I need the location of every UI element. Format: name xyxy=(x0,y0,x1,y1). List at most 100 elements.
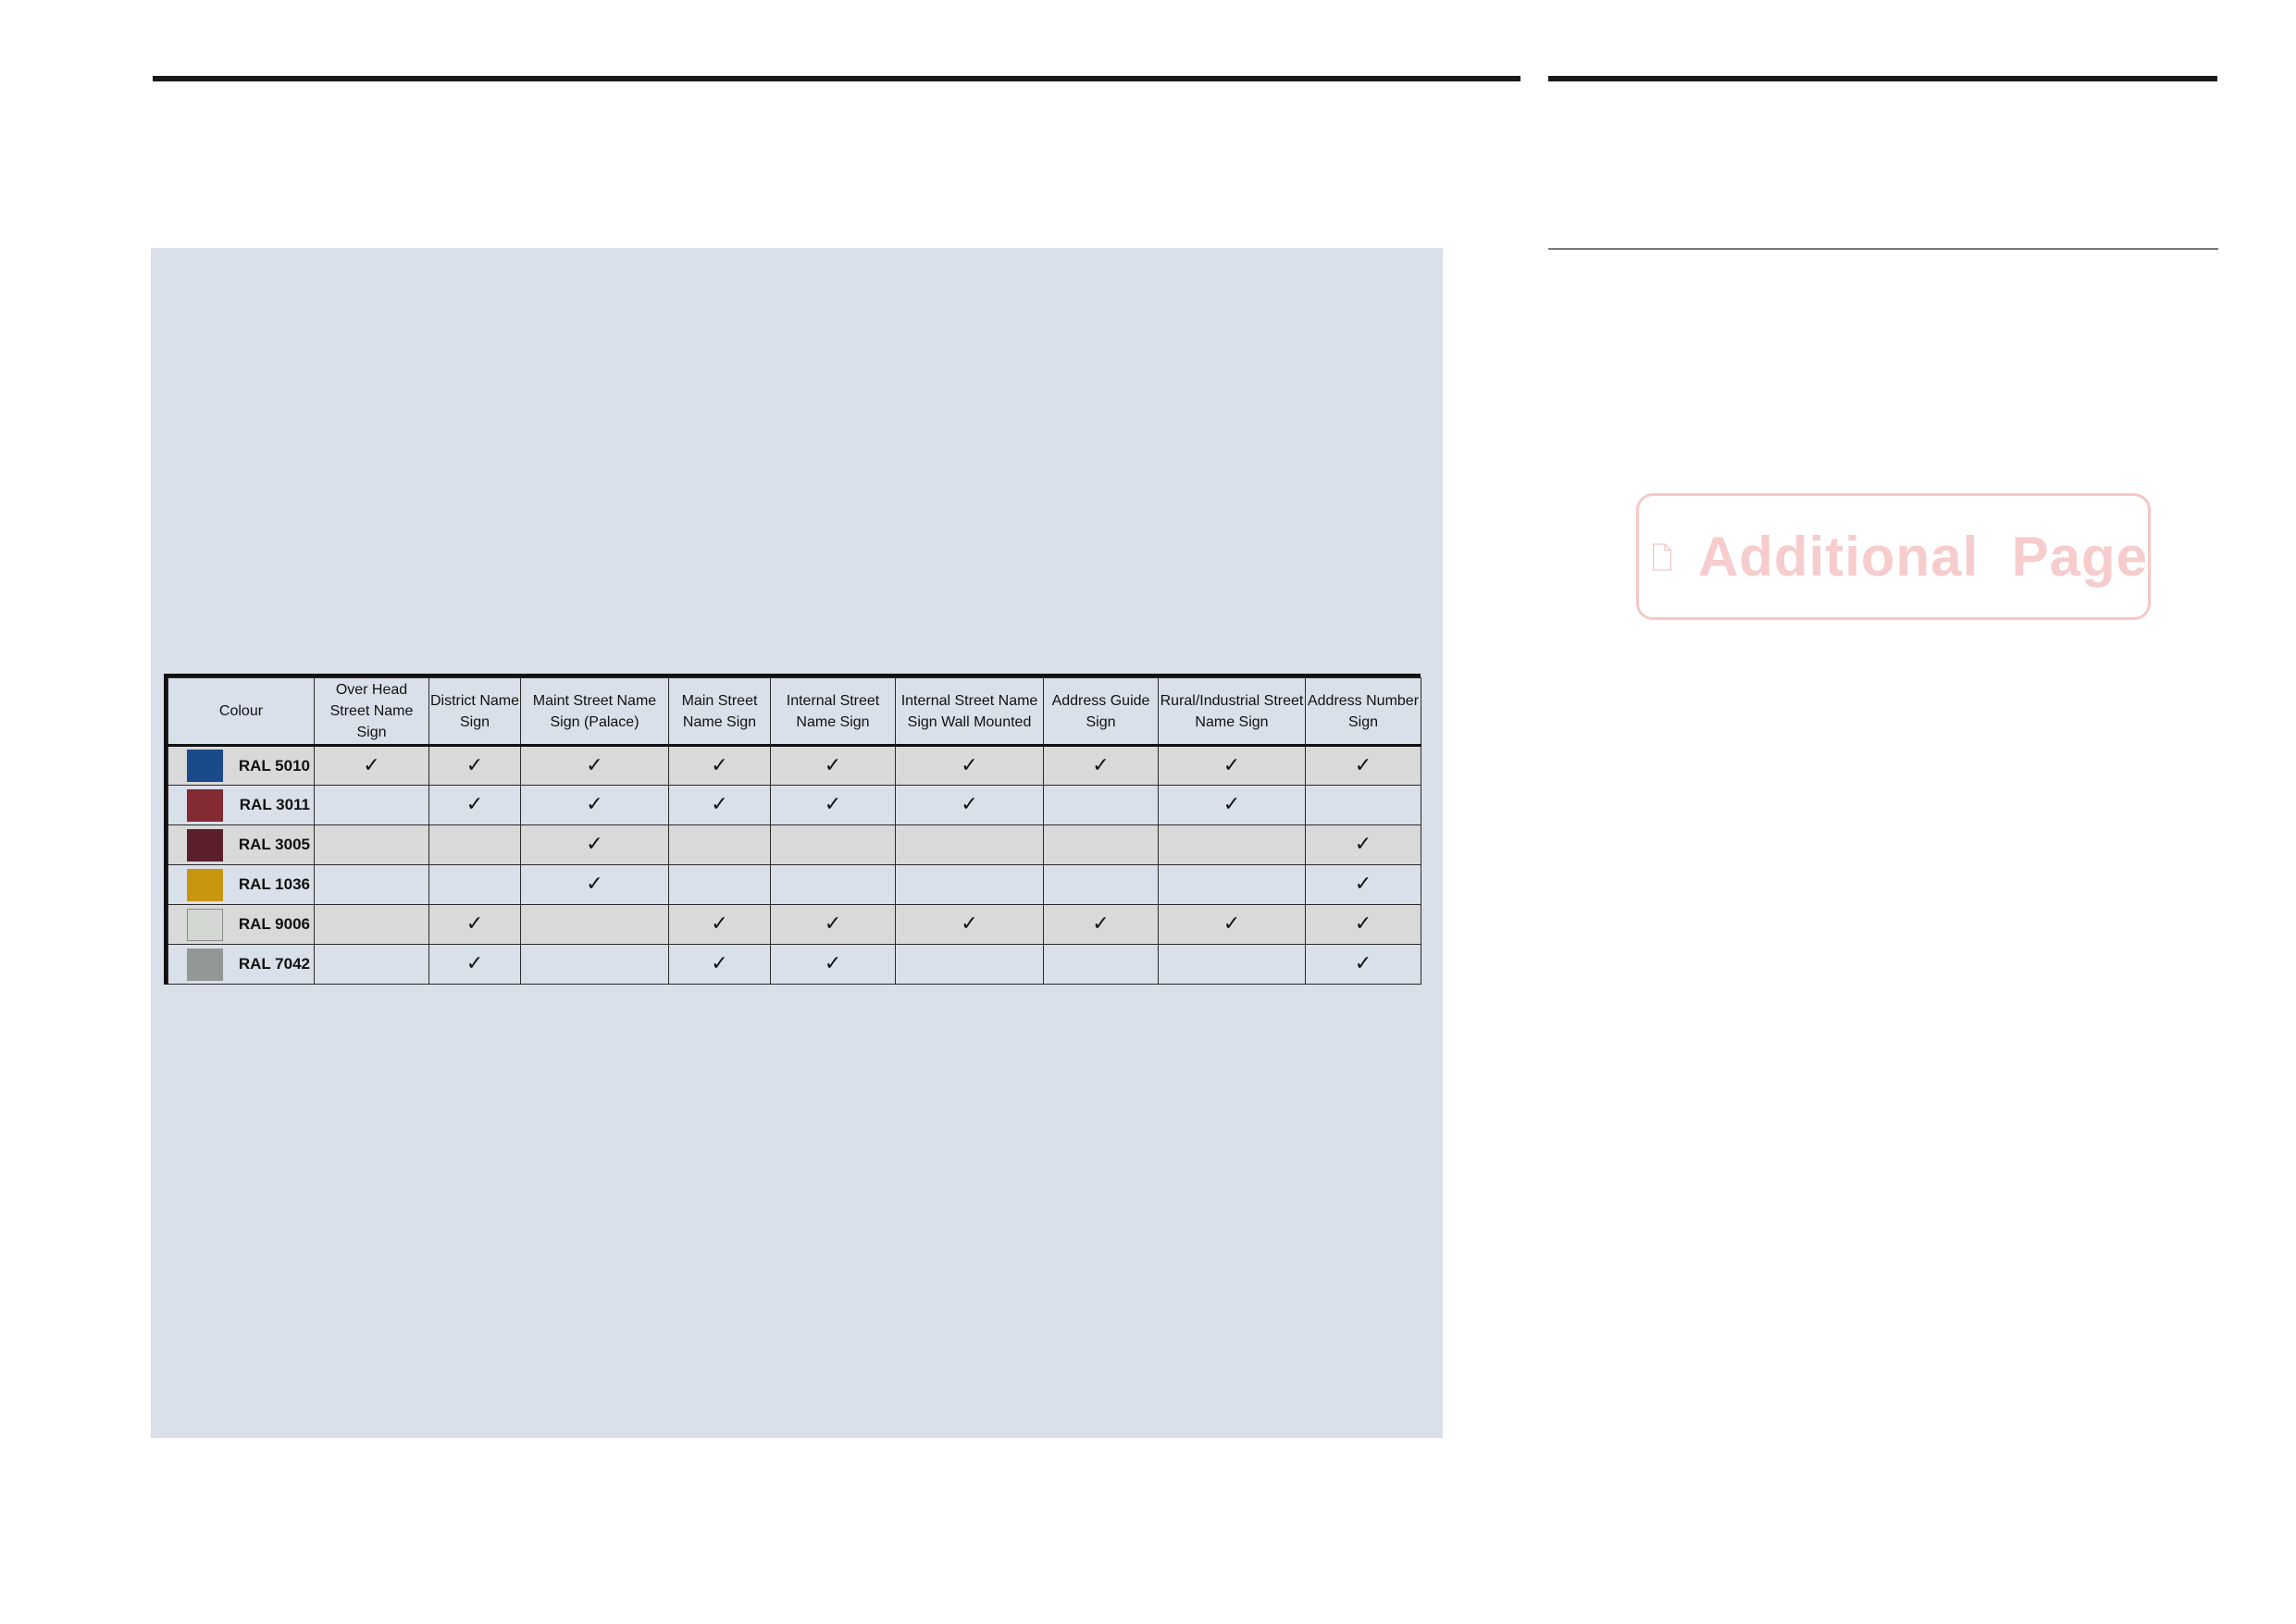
colour-cell: RAL 3011 xyxy=(168,785,315,825)
check-cell xyxy=(314,944,429,985)
check-cell xyxy=(895,824,1044,865)
check-cell: ✓ xyxy=(770,785,896,825)
colour-sign-table: Colour Over Head Street Name Sign Distri… xyxy=(168,677,1421,985)
checkmark-icon: ✓ xyxy=(586,833,603,856)
check-cell: ✓ xyxy=(428,904,521,945)
check-cell: ✓ xyxy=(668,904,771,945)
check-cell: ✓ xyxy=(520,864,669,905)
checkmark-icon: ✓ xyxy=(586,873,603,896)
checkmark-icon: ✓ xyxy=(465,912,484,936)
check-cell xyxy=(1043,785,1159,825)
check-cell xyxy=(1158,944,1306,985)
checkmark-icon: ✓ xyxy=(1354,912,1372,936)
checkmark-icon: ✓ xyxy=(1354,873,1372,896)
check-cell xyxy=(314,824,429,865)
check-cell xyxy=(314,864,429,905)
checkmark-icon: ✓ xyxy=(363,753,380,777)
table-header-row: Colour Over Head Street Name Sign Distri… xyxy=(168,677,1421,746)
checkmark-icon: ✓ xyxy=(1354,753,1372,777)
colour-cell: RAL 5010 xyxy=(168,745,315,786)
checkmark-icon: ✓ xyxy=(824,793,842,816)
check-cell xyxy=(1305,785,1421,825)
check-cell: ✓ xyxy=(895,745,1044,786)
thin-rule-right xyxy=(1548,248,2218,250)
check-cell: ✓ xyxy=(770,944,896,985)
top-rule-left xyxy=(153,76,1520,81)
table-row: RAL 9006 ✓ ✓ ✓ ✓ ✓ ✓ ✓ xyxy=(168,904,1421,945)
checkmark-icon: ✓ xyxy=(1222,753,1241,777)
check-cell: ✓ xyxy=(770,904,896,945)
colour-swatch xyxy=(187,948,223,981)
check-cell xyxy=(770,824,896,865)
checkmark-icon: ✓ xyxy=(586,753,603,777)
document-icon xyxy=(1652,543,1672,570)
check-cell: ✓ xyxy=(1305,904,1421,945)
colour-cell: RAL 1036 xyxy=(168,864,315,905)
checkmark-icon: ✓ xyxy=(465,793,484,816)
check-cell xyxy=(1158,864,1306,905)
check-cell: ✓ xyxy=(520,745,669,786)
check-cell xyxy=(668,864,771,905)
check-cell xyxy=(1043,824,1159,865)
table-row: RAL 3005 ✓ ✓ xyxy=(168,824,1421,865)
header-colour: Colour xyxy=(168,677,315,746)
check-cell xyxy=(1043,944,1159,985)
check-cell: ✓ xyxy=(1305,824,1421,865)
checkmark-icon: ✓ xyxy=(711,753,728,777)
checkmark-icon: ✓ xyxy=(961,912,978,936)
check-cell: ✓ xyxy=(1158,785,1306,825)
colour-cell: RAL 3005 xyxy=(168,824,315,865)
header-district-name-sign: District Name Sign xyxy=(428,677,521,746)
check-cell: ✓ xyxy=(1158,745,1306,786)
check-cell: ✓ xyxy=(1305,745,1421,786)
checkmark-icon: ✓ xyxy=(1092,912,1110,936)
table-row: RAL 1036 ✓ ✓ xyxy=(168,864,1421,905)
checkmark-icon: ✓ xyxy=(711,912,728,936)
check-cell xyxy=(895,944,1044,985)
ral-code-label: RAL 3011 xyxy=(239,796,310,813)
check-cell xyxy=(314,904,429,945)
check-cell xyxy=(428,864,521,905)
check-cell: ✓ xyxy=(1158,904,1306,945)
checkmark-icon: ✓ xyxy=(1354,833,1372,856)
check-cell: ✓ xyxy=(314,745,429,786)
check-cell: ✓ xyxy=(895,904,1044,945)
check-cell xyxy=(1043,864,1159,905)
check-cell: ✓ xyxy=(520,824,669,865)
header-internal-street-wall-mounted: Internal Street Name Sign Wall Mounted xyxy=(895,677,1044,746)
colour-swatch xyxy=(187,828,223,862)
table-body: RAL 5010 ✓ ✓ ✓ ✓ ✓ ✓ ✓ ✓ ✓ RAL 3011 ✓ ✓ ✓ ✓ ✓ ✓ RAL 3005 ✓… xyxy=(168,745,1421,985)
ral-code-label: RAL 5010 xyxy=(238,756,310,775)
check-cell: ✓ xyxy=(668,785,771,825)
colour-swatch xyxy=(187,868,223,901)
checkmark-icon: ✓ xyxy=(465,952,484,975)
stamp-text: Additional Page xyxy=(1697,526,2148,588)
check-cell: ✓ xyxy=(428,785,521,825)
checkmark-icon: ✓ xyxy=(961,793,978,816)
header-address-number-sign: Address Number Sign xyxy=(1305,677,1421,746)
top-rule-right xyxy=(1548,76,2217,81)
header-internal-street-name-sign: Internal Street Name Sign xyxy=(770,677,896,746)
check-cell xyxy=(520,904,669,945)
table-row: RAL 3011✓✓✓✓✓✓ xyxy=(168,785,1421,825)
check-cell xyxy=(314,785,429,825)
check-cell xyxy=(668,824,771,865)
check-cell: ✓ xyxy=(428,944,521,985)
checkmark-icon: ✓ xyxy=(824,912,842,936)
check-cell: ✓ xyxy=(1043,904,1159,945)
checkmark-icon: ✓ xyxy=(1222,912,1241,936)
check-cell xyxy=(428,824,521,865)
colour-swatch xyxy=(187,750,223,782)
colour-table-frame: Colour Over Head Street Name Sign Distri… xyxy=(164,674,1421,985)
header-main-street-name-sign: Main Street Name Sign xyxy=(668,677,771,746)
header-maint-street-name-sign: Maint Street Name Sign (Palace) xyxy=(520,677,669,746)
checkmark-icon: ✓ xyxy=(711,793,728,816)
check-cell: ✓ xyxy=(668,745,771,786)
check-cell xyxy=(1158,824,1306,865)
additional-page-stamp: Additional Page xyxy=(1636,493,2151,620)
colour-cell: RAL 9006 xyxy=(168,904,315,945)
check-cell: ✓ xyxy=(1305,944,1421,985)
checkmark-icon: ✓ xyxy=(824,753,842,777)
table-row: RAL 5010✓✓✓✓✓✓✓✓✓ xyxy=(168,745,1421,786)
colour-cell: RAL 7042 xyxy=(168,944,315,985)
